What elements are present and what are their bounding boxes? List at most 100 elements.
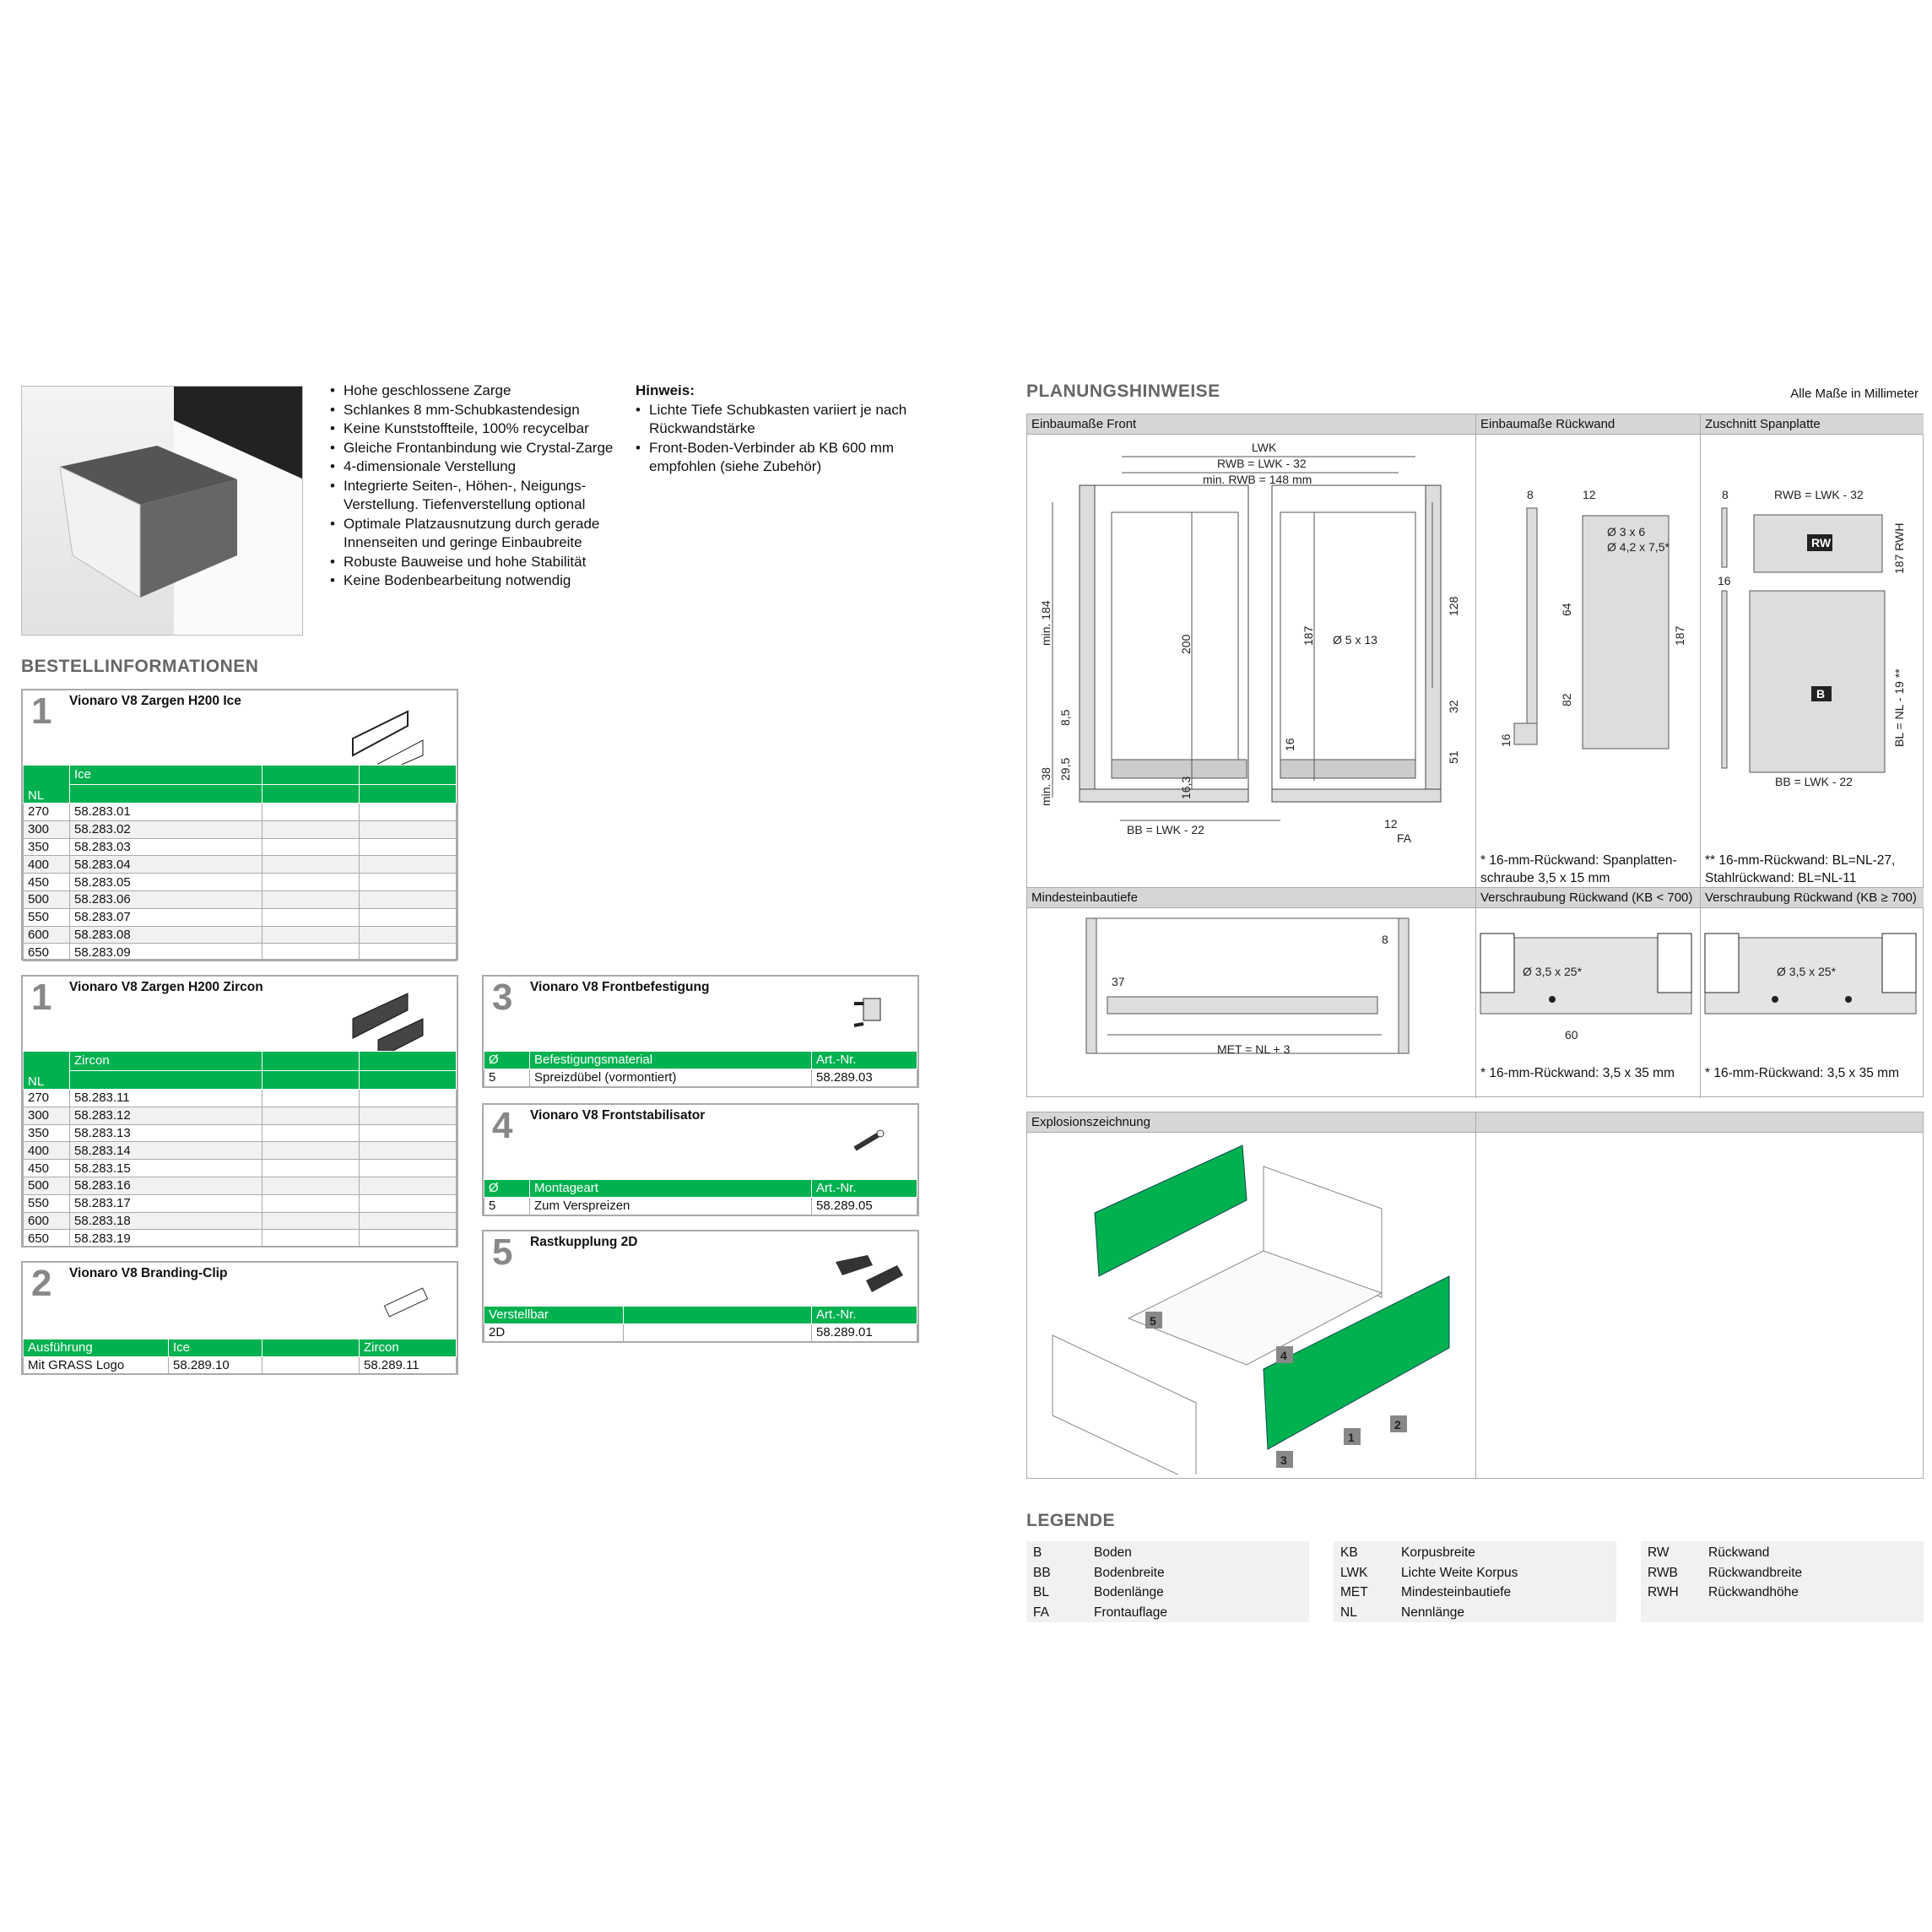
cell bbox=[359, 855, 457, 874]
product-title: Vionaro V8 Branding-Clip bbox=[69, 1266, 228, 1280]
legend-row: NL Nennlänge bbox=[1340, 1603, 1610, 1623]
side-panel-icon bbox=[352, 710, 424, 768]
cell bbox=[359, 1193, 457, 1213]
meaning: Mindesteinbautiefe bbox=[1401, 1585, 1512, 1599]
dim-label: 82 bbox=[1560, 693, 1573, 706]
meaning: Nennlänge bbox=[1401, 1605, 1464, 1620]
cell-explosion: Explosionszeichnung 5 4 1 2 3 bbox=[1027, 1112, 1476, 1484]
abbr: NL bbox=[1340, 1605, 1357, 1620]
cell: 300 bbox=[23, 820, 70, 839]
cell: 58.283.05 bbox=[69, 873, 262, 891]
cell bbox=[262, 1141, 360, 1161]
cell bbox=[262, 1176, 360, 1195]
cell: 58.283.16 bbox=[69, 1176, 262, 1195]
dim-label: 29,5 bbox=[1058, 758, 1072, 781]
cell bbox=[359, 873, 457, 891]
cell: 58.283.17 bbox=[69, 1193, 262, 1213]
product-title: Vionaro V8 Frontstabilisator bbox=[530, 1108, 706, 1123]
cell: 400 bbox=[23, 855, 70, 874]
feature-item: Optimale Platzausnutzung durch gerade In… bbox=[330, 515, 617, 553]
callout-label: 1 bbox=[1348, 1431, 1355, 1444]
cell bbox=[262, 803, 360, 821]
cell: 270 bbox=[23, 803, 70, 821]
dim-label: 60 bbox=[1565, 1028, 1578, 1042]
explosion-section: Explosionszeichnung 5 4 1 2 3 bbox=[1026, 1112, 1924, 1484]
cell-back: Einbaumaße Rückwand 8 12 Ø 3 x 6 Ø 4,2 x… bbox=[1476, 414, 1701, 888]
cell-title: Einbaumaße Rückwand bbox=[1476, 414, 1700, 435]
dim-label: 37 bbox=[1112, 975, 1125, 988]
cell bbox=[262, 1159, 360, 1177]
abbr: B bbox=[1033, 1545, 1042, 1560]
feature-item: Integrierte Seiten-, Höhen-, Neigungs-Ve… bbox=[330, 477, 617, 515]
abbr: KB bbox=[1340, 1545, 1358, 1560]
cell bbox=[262, 1123, 360, 1143]
col-art-nr: Art.-Nr. bbox=[811, 1179, 917, 1198]
item-number: 5 bbox=[492, 1231, 513, 1273]
cell-front: Einbaumaße Front LWK RWB = LWK - 32 min.… bbox=[1027, 414, 1476, 888]
cell: 650 bbox=[23, 943, 70, 962]
cell: 58.283.03 bbox=[69, 837, 262, 857]
screw-large-footnote: * 16-mm-Rückwand: 3,5 x 35 mm bbox=[1705, 1066, 1899, 1080]
col-verstellbar: Verstellbar bbox=[484, 1306, 624, 1324]
b-label: B bbox=[1816, 687, 1825, 701]
rw-label: RW bbox=[1811, 536, 1832, 549]
meaning: Rückwandbreite bbox=[1708, 1565, 1803, 1580]
dim-label: 8 bbox=[1722, 488, 1729, 501]
met-dimension-drawing: 37 8 MET = NL + 3 bbox=[1085, 917, 1410, 1056]
cell: Mit GRASS Logo bbox=[23, 1356, 169, 1375]
cell: 550 bbox=[23, 907, 70, 927]
cell bbox=[359, 803, 457, 821]
screw-small-footnote: * 16-mm-Rückwand: 3,5 x 35 mm bbox=[1480, 1066, 1675, 1080]
cell-title: Explosionszeichnung bbox=[1027, 1112, 1475, 1133]
cell: 5 bbox=[484, 1196, 530, 1215]
feature-item: Keine Kunststoffteile, 100% recycelbar bbox=[330, 419, 617, 439]
cell: 2D bbox=[484, 1323, 624, 1342]
dim-label: 187 RWH bbox=[1892, 523, 1906, 574]
feature-item: Schlankes 8 mm-Schubkastendesign bbox=[330, 401, 617, 420]
cell bbox=[359, 837, 457, 857]
cell bbox=[359, 925, 457, 944]
cell bbox=[262, 1106, 360, 1125]
abbr: RWH bbox=[1648, 1585, 1679, 1599]
cell bbox=[359, 907, 457, 927]
col-material: Befestigungsmaterial bbox=[529, 1051, 812, 1069]
back-dimension-drawing: 8 12 Ø 3 x 6 Ø 4,2 x 7,5* 64 82 187 16 bbox=[1499, 488, 1686, 750]
note-item: Front-Boden-Verbinder ab KB 600 mm empfo… bbox=[636, 439, 939, 477]
cut-dimension-drawing: 8 RWB = LWK - 32 RW 187 RWH 16 B BL = NL… bbox=[1718, 488, 1906, 788]
cell: 58.283.09 bbox=[69, 943, 262, 962]
dim-label: BB = LWK - 22 bbox=[1127, 823, 1204, 836]
dim-label: FA bbox=[1397, 831, 1412, 845]
dim-label: 64 bbox=[1560, 603, 1573, 616]
abbr: BL bbox=[1033, 1585, 1049, 1599]
dim-label: 16,3 bbox=[1179, 777, 1193, 799]
branding-clip-icon bbox=[383, 1287, 429, 1318]
cell bbox=[359, 820, 457, 839]
cell bbox=[262, 837, 360, 857]
meaning: Korpusbreite bbox=[1401, 1545, 1475, 1560]
cell: 650 bbox=[23, 1229, 70, 1248]
planning-heading: PLANUNGSHINWEISE bbox=[1026, 382, 1220, 401]
cell: 450 bbox=[23, 1159, 70, 1177]
stabilizer-screw-icon bbox=[853, 1129, 885, 1151]
cut-footnote: ** 16-mm-Rückwand: BL=NL-27, Stahlrückwa… bbox=[1705, 853, 1896, 885]
cell bbox=[359, 890, 457, 909]
front-dimension-drawing: LWK RWB = LWK - 32 min. RWB = 148 mm min… bbox=[1039, 441, 1460, 845]
col-nl: NL bbox=[23, 1051, 70, 1090]
product-title: Rastkupplung 2D bbox=[530, 1235, 638, 1249]
dim-label: min. 38 bbox=[1039, 767, 1053, 806]
